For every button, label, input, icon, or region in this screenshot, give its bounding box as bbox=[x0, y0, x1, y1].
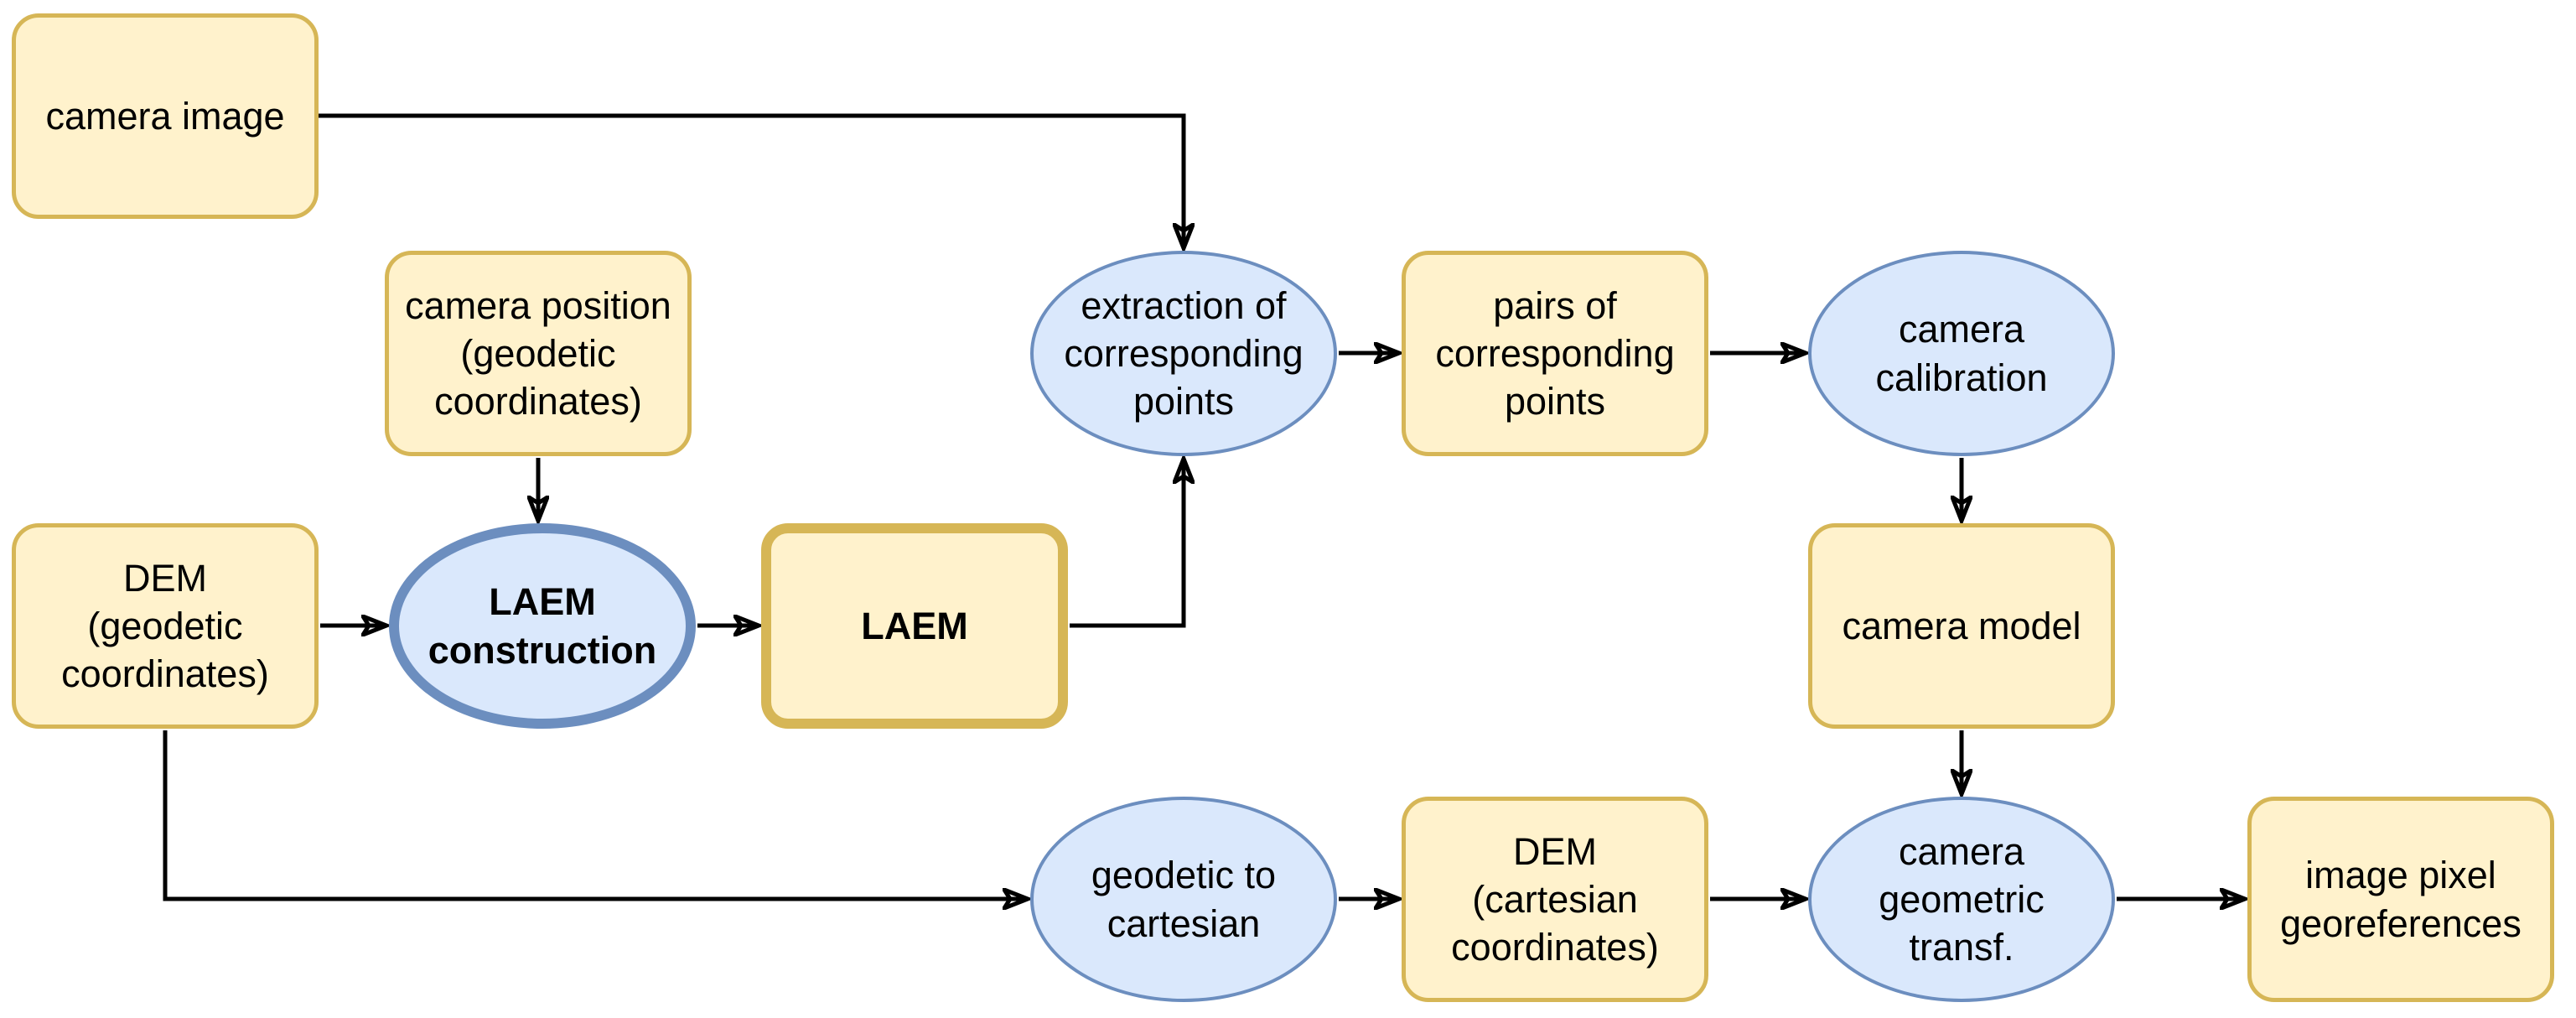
edge-camera-image-to-extraction bbox=[319, 113, 1184, 248]
node-camera-image: camera image bbox=[12, 13, 319, 219]
node-camera-geometric-transf: camera geometric transf. bbox=[1808, 797, 2115, 1002]
node-dem-cartesian: DEM (cartesian coordinates) bbox=[1402, 797, 1708, 1002]
node-camera-model: camera model bbox=[1808, 523, 2115, 729]
node-laem-construction: LAEM construction bbox=[389, 523, 696, 729]
node-dem-geodetic: DEM (geodetic coordinates) bbox=[12, 523, 319, 729]
node-extraction-of-corresponding-points: extraction of corresponding points bbox=[1030, 251, 1337, 456]
edge-laem-to-extraction bbox=[1070, 459, 1184, 628]
node-laem: LAEM bbox=[761, 523, 1068, 729]
node-pairs-of-corresponding-points: pairs of corresponding points bbox=[1402, 251, 1708, 456]
node-geodetic-to-cartesian: geodetic to cartesian bbox=[1030, 797, 1337, 1002]
node-image-pixel-georeferences: image pixel georeferences bbox=[2247, 797, 2554, 1002]
edge-dem-geodetic-to-geodetic-to-cartesian bbox=[163, 730, 1028, 899]
node-camera-position: camera position (geodetic coordinates) bbox=[385, 251, 692, 456]
node-camera-calibration: camera calibration bbox=[1808, 251, 2115, 456]
